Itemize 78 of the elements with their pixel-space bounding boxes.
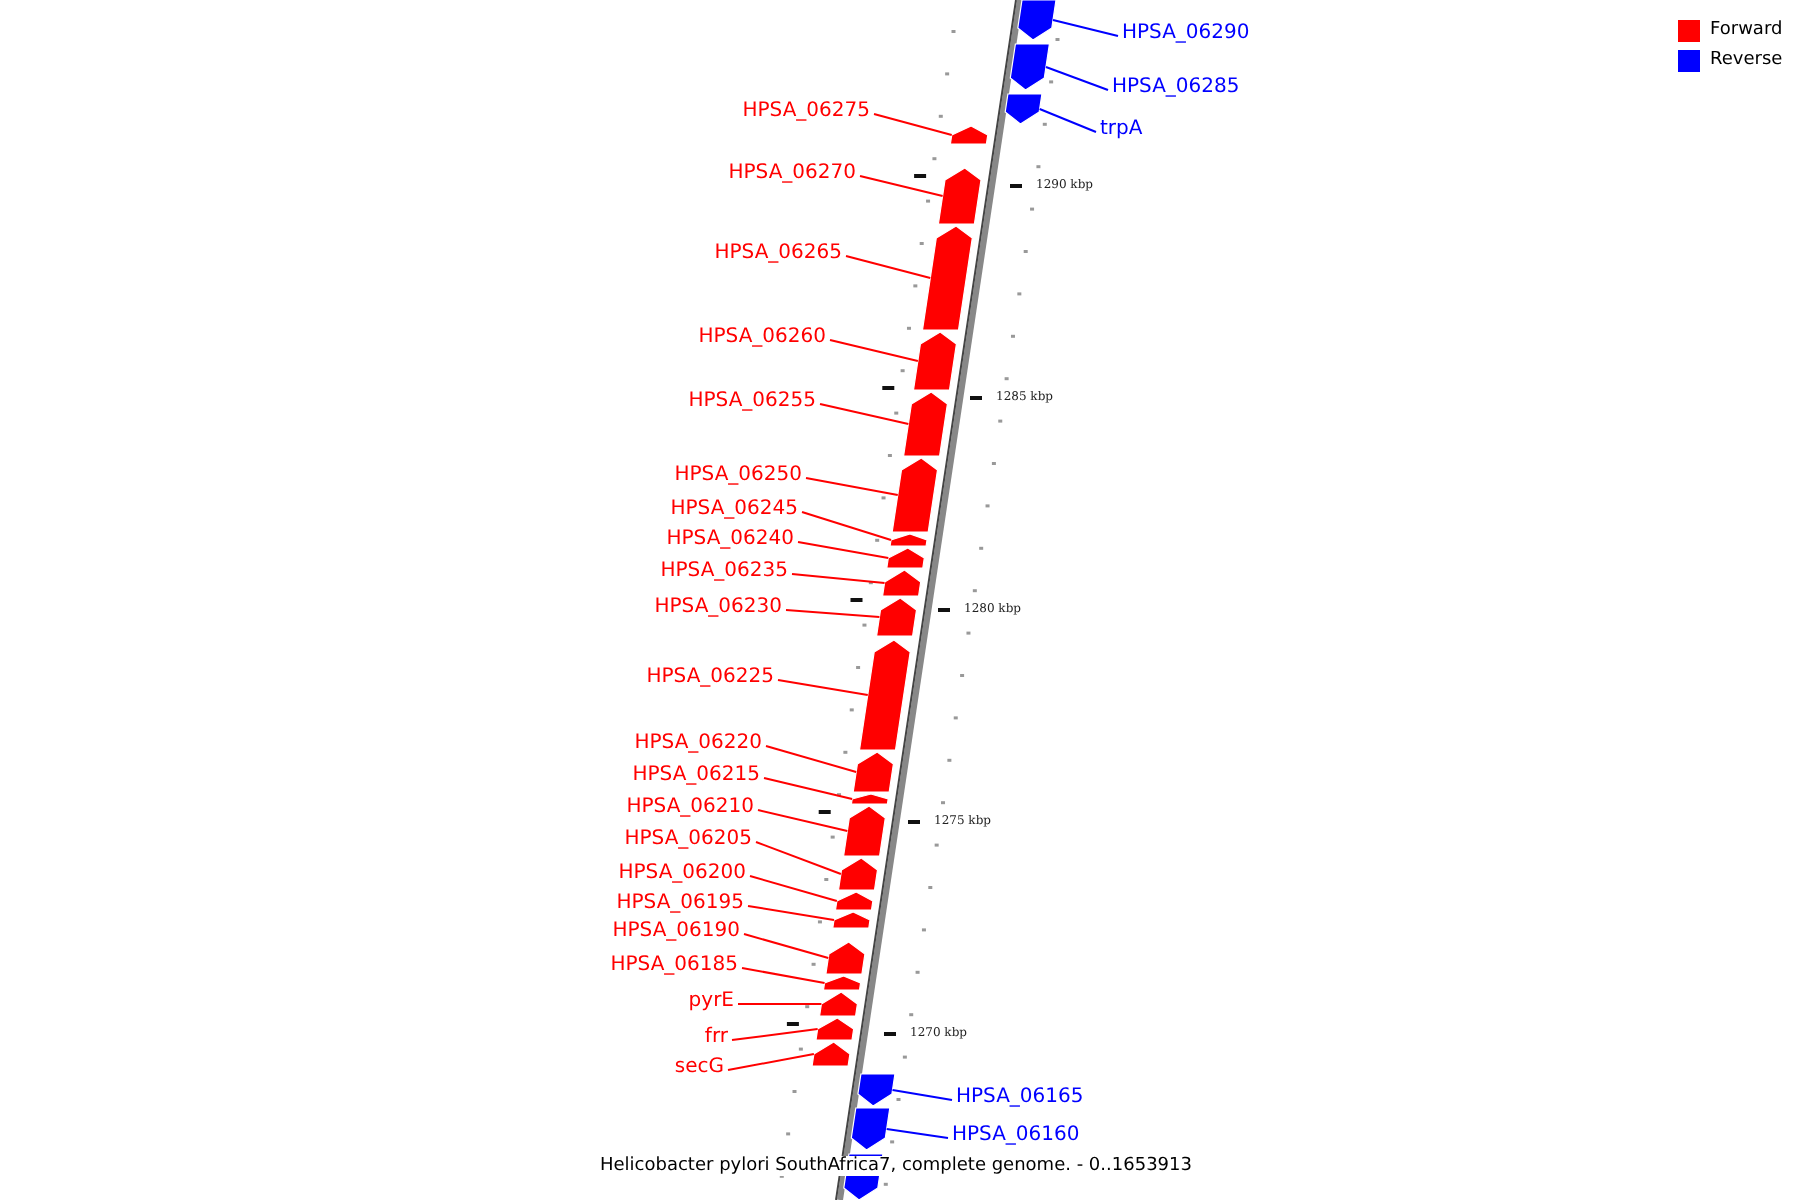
gene-arrow-block [818, 991, 859, 1017]
legend-label: Forward [1710, 18, 1783, 42]
leader-line [805, 477, 899, 496]
gene-arrow-block [832, 911, 871, 929]
gene-label: pyrE [688, 990, 734, 1014]
gene-label: HPSA_06190 [612, 920, 740, 944]
gene-label: HPSA_06160 [952, 1124, 1080, 1148]
gene-label: HPSA_06185 [610, 954, 738, 978]
leader-line [731, 1028, 819, 1041]
leader-line [873, 113, 953, 136]
leader-line [829, 339, 919, 362]
gene-label: HPSA_06235 [660, 560, 788, 584]
gene-label: secG [674, 1056, 724, 1080]
gene-label: HPSA_06255 [688, 390, 816, 414]
gene-label: frr [704, 1026, 728, 1050]
gene-label: HPSA_06210 [626, 796, 754, 820]
gene-arrow-block [889, 533, 928, 547]
gene-arrow-block [912, 331, 958, 391]
gene-label: HPSA_06250 [674, 464, 802, 488]
leader-line [885, 1128, 949, 1139]
leader-line [737, 1003, 823, 1005]
leader-line [765, 745, 858, 773]
gene-label: HPSA_06270 [728, 162, 856, 186]
gene-label: HPSA_06240 [666, 528, 794, 552]
gene-label: HPSA_06275 [742, 100, 870, 124]
gene-label: trpA [1100, 118, 1143, 142]
leader-line [755, 841, 842, 875]
leader-line [1038, 108, 1097, 133]
gene-label: HPSA_06285 [1112, 76, 1240, 100]
gene-arrow-block [1017, 0, 1057, 41]
caption: Helicobacter pylori SouthAfrica7, complete genome. - 0..1653913 [600, 1156, 1192, 1176]
gene-arrow-block [881, 569, 922, 597]
gene-label: HPSA_06230 [654, 596, 782, 620]
leader-line [797, 541, 890, 559]
gene-label: HPSA_06165 [956, 1086, 1084, 1110]
gene-arrow-block [902, 391, 949, 457]
leader-line [763, 777, 854, 800]
leader-line [777, 679, 869, 696]
gene-arrow-block [949, 125, 989, 145]
gene-arrow-block [811, 1041, 851, 1067]
leader-line [741, 967, 826, 984]
legend-label: Reverse [1710, 48, 1783, 72]
gene-label: HPSA_06265 [714, 242, 842, 266]
gene-label: HPSA_06205 [624, 828, 752, 852]
gene-arrow-block [837, 857, 879, 891]
gene-arrow-block [875, 597, 918, 637]
leader-line [727, 1053, 815, 1071]
gene-label: HPSA_06200 [618, 862, 746, 886]
leader-line [785, 609, 881, 618]
leader-line [819, 403, 910, 425]
gene-label: HPSA_06245 [670, 498, 798, 522]
leader-line [801, 511, 892, 541]
gene-arrow-block [937, 167, 982, 225]
gene-arrow-block [857, 1073, 896, 1107]
leader-line [743, 933, 830, 959]
leader-line [859, 175, 944, 197]
gene-arrow-block [815, 1017, 855, 1041]
leader-line [1052, 19, 1119, 37]
gene-arrow-block [850, 1107, 891, 1151]
gene-label: HPSA_06195 [616, 892, 744, 916]
gene-arrow-block [1004, 93, 1043, 125]
leader-line [845, 255, 932, 279]
leader-line [757, 809, 849, 832]
gene-arrow-block [886, 547, 925, 569]
gene-label: HPSA_06225 [646, 666, 774, 690]
leader-line [1044, 66, 1109, 91]
gene-arrow-block [850, 793, 889, 805]
gene-label: HPSA_06260 [698, 326, 826, 350]
gene-label: HPSA_06220 [634, 732, 762, 756]
gene-arrow-block [1009, 43, 1051, 91]
leader-line [747, 905, 835, 921]
gene-label: HPSA_06215 [632, 764, 760, 788]
leader-line [791, 573, 886, 584]
gene-label: HPSA_06290 [1122, 22, 1250, 46]
leader-line [749, 875, 838, 902]
leader-line [891, 1089, 953, 1101]
gene-arrow-block [822, 975, 862, 991]
gene-arrow-block [834, 891, 874, 911]
